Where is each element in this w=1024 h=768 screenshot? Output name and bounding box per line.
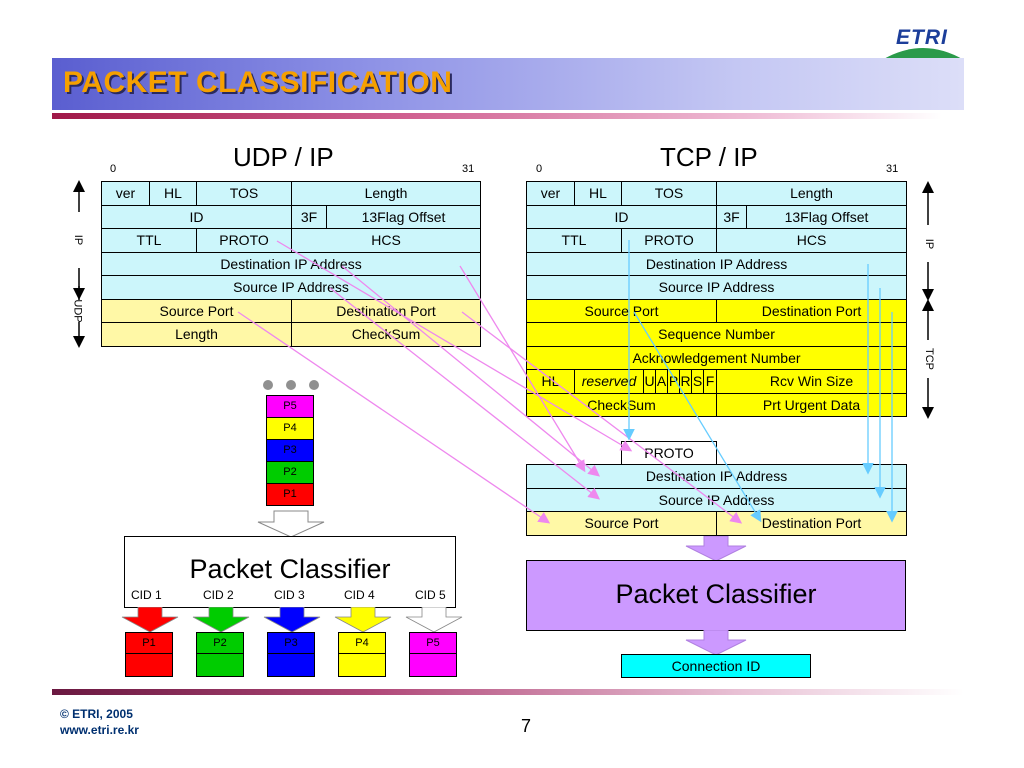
- udp-field-ttl: TTL: [101, 228, 197, 253]
- queue-dot: [286, 380, 296, 390]
- tcp-field-ver: ver: [526, 181, 575, 206]
- udp-field-tos: TOS: [196, 181, 292, 206]
- udp-input-arrow: [257, 510, 325, 538]
- etri-logo-text: ETRI: [896, 26, 948, 49]
- tcp-key-proto: PROTO: [621, 441, 717, 466]
- tcp-input-arrow: [685, 536, 747, 562]
- cid-4-label: CID 4: [344, 588, 375, 602]
- cid-output-arrows: [121, 607, 463, 633]
- queue-dot: [309, 380, 319, 390]
- tcp-ip-side-label: IP: [923, 238, 936, 250]
- key-dst-ip: Destination IP Address: [525, 464, 908, 489]
- cid-3-arrow: [263, 607, 321, 633]
- udp-classifier-label: Packet Classifier: [189, 554, 391, 584]
- output-packet-p4-label: P4: [338, 632, 386, 654]
- udp-packet-classifier: Packet Classifier: [124, 536, 456, 608]
- output-packet-p3-body: [267, 653, 315, 677]
- udp-bit-end: 31: [462, 163, 475, 175]
- output-packet-p1-label: P1: [125, 632, 173, 654]
- output-packet-p5-label: P5: [409, 632, 457, 654]
- output-packet-p2-body: [196, 653, 244, 677]
- cid-1-label: CID 1: [131, 588, 162, 602]
- cid-4-arrow: [334, 607, 392, 633]
- tcp-field-hcs: HCS: [715, 228, 908, 253]
- udp-field-hl: HL: [149, 181, 197, 206]
- cid-5-arrow: [405, 607, 463, 633]
- output-packet-p2: P2: [196, 632, 244, 677]
- output-packet-p3: P3: [267, 632, 315, 677]
- tcp-packet-classifier: Packet Classifier: [526, 560, 906, 631]
- tcp-tcp-side-label: TCP: [923, 348, 935, 370]
- udp-heading: UDP / IP: [233, 142, 334, 172]
- cid-2-arrow: [192, 607, 250, 633]
- tcp-heading: TCP / IP: [660, 142, 758, 172]
- tcp-bit-end: 31: [886, 163, 899, 175]
- queue-packet-p2: P2: [266, 461, 314, 484]
- footer-copyright: © ETRI, 2005: [60, 707, 133, 721]
- page-title: PACKET CLASSIFICATION: [63, 66, 453, 99]
- output-packet-p3-label: P3: [267, 632, 315, 654]
- cid-3-label: CID 3: [274, 588, 305, 602]
- queue-packet-p4: P4: [266, 417, 314, 440]
- udp-bit-start: 0: [110, 163, 117, 175]
- output-packet-p2-label: P2: [196, 632, 244, 654]
- udp-udp-side-label: UDP: [71, 299, 84, 323]
- udp-ip-side-label: IP: [72, 234, 85, 246]
- title-bar: [52, 58, 964, 110]
- output-packet-p5-body: [409, 653, 457, 677]
- tcp-classifier-label: Packet Classifier: [615, 579, 817, 609]
- tcp-field-length: Length: [715, 181, 908, 206]
- packet-queue: P5 P4 P3 P2 P1: [266, 395, 314, 506]
- tcp-bit-start: 0: [536, 163, 543, 175]
- tcp-field-3f: 3F: [716, 204, 747, 229]
- output-packet-p4-body: [338, 653, 386, 677]
- key-src-ip: Source IP Address: [525, 487, 908, 512]
- cid-5-label: CID 5: [415, 588, 446, 602]
- page-number: 7: [521, 716, 532, 736]
- tcp-field-proto: PROTO: [621, 228, 717, 253]
- cid-2-label: CID 2: [203, 588, 234, 602]
- output-packet-p4: P4: [338, 632, 386, 677]
- tcp-field-tos: TOS: [621, 181, 717, 206]
- queue-dot: [263, 380, 273, 390]
- tcp-output-arrow: [685, 630, 747, 656]
- title-underline: [52, 113, 942, 119]
- tcp-classification-key: Destination IP Address Source IP Address…: [525, 464, 908, 536]
- queue-packet-p1: P1: [266, 483, 314, 506]
- footer-url: www.etri.re.kr: [60, 723, 139, 737]
- connection-id-box: Connection ID: [621, 654, 811, 678]
- key-proto: PROTO: [621, 441, 717, 466]
- output-packet-p1-body: [125, 653, 173, 677]
- output-packet-p1: P1: [125, 632, 173, 677]
- key-src-port: Source Port: [526, 511, 717, 536]
- cid-1-arrow: [121, 607, 179, 633]
- etri-logo: ETRI: [878, 24, 968, 64]
- key-dst-port: Destination Port: [715, 511, 908, 536]
- connection-id-label: Connection ID: [671, 658, 761, 674]
- udp-field-id: ID: [101, 204, 292, 229]
- queue-packet-p5: P5: [266, 395, 314, 418]
- footer-line: [52, 689, 964, 695]
- output-packet-p5: P5: [409, 632, 457, 677]
- queue-packet-p3: P3: [266, 439, 314, 462]
- udp-field-length: Length: [290, 181, 482, 206]
